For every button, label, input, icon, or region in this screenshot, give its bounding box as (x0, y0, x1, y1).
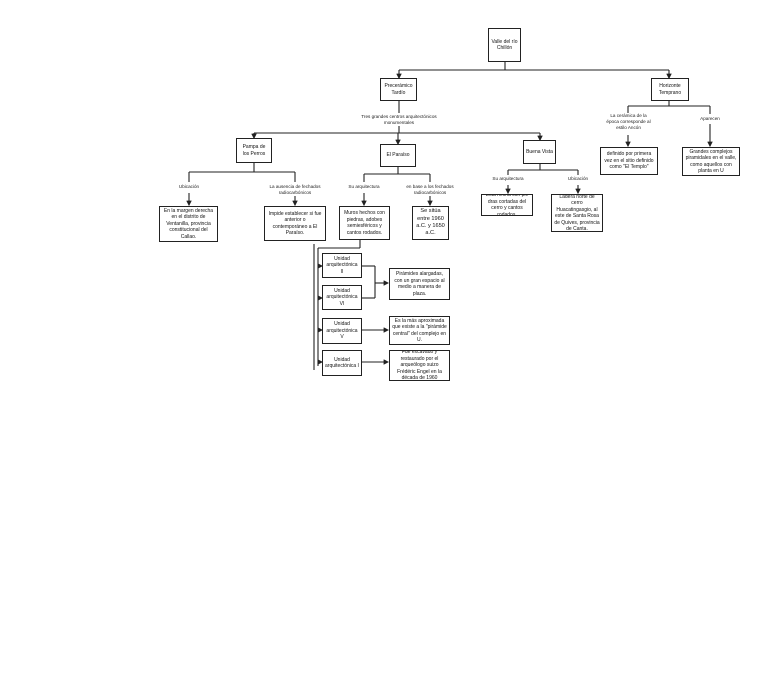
node-text: Se sitúa entre 1960 a.C. y 1650 a.C. (416, 208, 445, 237)
node-piramides-alargadas: Pirámides alargadas, con un gran espacio… (389, 268, 450, 300)
node-text: Pampa de los Perros (242, 144, 266, 157)
node-buena-vista: Buena Vista (523, 140, 556, 164)
node-grandes-complejos: Grandes complejos piramidales en el vall… (682, 147, 740, 176)
label-ausencia-fechados: La ausencia de fechados radiocarbónicos (269, 184, 321, 195)
node-text: Está hecha con pie dras cortadas del cer… (485, 194, 529, 216)
node-text: Unidad arquitectónica VI (326, 287, 358, 307)
node-muros: Muros hechos con piedras, adobes semiesf… (339, 206, 390, 240)
node-impide-establecer: Impide establecer si fue anterior o cont… (264, 206, 326, 241)
node-unidad-ii: Unidad arquitectónica II (322, 253, 362, 278)
node-valle-chillon: Valle del río Chillón (488, 28, 521, 62)
node-text: Precerámico Tardío (384, 83, 413, 96)
node-text: Buena Vista (526, 148, 553, 155)
label-su-arquitectura-bv: Su arquitectura (492, 176, 524, 181)
label-tres-grandes: Tres grandes centros arquitectónicos mon… (361, 114, 437, 125)
node-pampa-perros: Pampa de los Perros (236, 138, 272, 163)
node-text: Fue excavado y restaurado por el arqueól… (397, 350, 442, 381)
label-aparecen: Aparecen (700, 116, 720, 121)
node-el-templo: definido por primera vez en el sitio def… (600, 147, 658, 175)
node-text: Valle del río Chillón (491, 38, 518, 52)
node-text: El Paraíso (386, 152, 410, 159)
label-su-arquitectura-paraiso: Su arquitectura (348, 184, 380, 189)
node-text: Impide establecer si fue anterior o cont… (268, 210, 322, 237)
node-preceramico-tardio: Precerámico Tardío (380, 78, 417, 101)
label-ubicacion-bv: Ubicación (567, 176, 589, 181)
node-excavado-engel: Fue excavado y restaurado por el arqueól… (389, 350, 450, 381)
node-piramide-central: Es la más aproximada que existe a la "pi… (389, 316, 450, 345)
node-text: Es la más aproximada que existe a la "pi… (392, 317, 447, 344)
node-text: Horizonte Temprano (658, 83, 682, 96)
node-el-paraiso: El Paraíso (380, 144, 416, 167)
label-en-base-fechados: en base a los fechados radiocarbónicos (406, 184, 454, 195)
node-text: Unidad arquitectónica V (326, 321, 358, 341)
label-ubicacion-pampa: Ubicación (178, 184, 200, 189)
node-text: Muros hechos con piedras, adobes semiesf… (344, 210, 385, 236)
label-ceramica-ancon: La cerámica de la época corresponde al e… (606, 113, 651, 130)
node-text: Grandes complejos piramidales en el vall… (685, 148, 737, 175)
node-unidad-v: Unidad arquitectónica V (322, 318, 362, 344)
node-horizonte-temprano: Horizonte Temprano (651, 78, 689, 101)
node-text: Unidad arquitectónica II (326, 255, 358, 275)
node-text: Ladera norte de cerro Huacatingasgio, al… (554, 194, 600, 232)
node-bv-ubicacion: Ladera norte de cerro Huacatingasgio, al… (551, 194, 603, 232)
node-unidad-i: Unidad arquitectónica I (322, 350, 362, 376)
node-text: definido por primera vez en el sitio def… (604, 151, 654, 171)
node-ubicacion-ventanilla: En la margen derecha en el distrito de V… (159, 206, 218, 242)
node-text: En la margen derecha en el distrito de V… (163, 207, 214, 240)
node-unidad-vi: Unidad arquitectónica VI (322, 285, 362, 310)
node-fechado: Se sitúa entre 1960 a.C. y 1650 a.C. (412, 206, 449, 240)
node-text: Pirámides alargadas, con un gran espacio… (394, 271, 445, 297)
node-bv-arquitectura: Está hecha con pie dras cortadas del cer… (481, 194, 533, 216)
node-text: Unidad arquitectónica I (325, 356, 359, 370)
